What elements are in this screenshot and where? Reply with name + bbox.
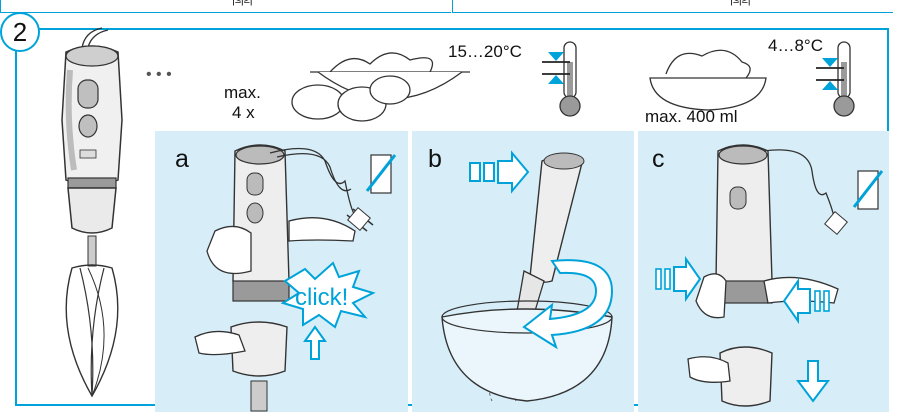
thermometer-icon: [810, 40, 870, 120]
eggs-count: 4 x: [232, 103, 255, 123]
click-callout: click!: [295, 284, 348, 312]
cream-max-label: max. 400 ml: [645, 107, 738, 127]
top-mark-left: |≤|≥|: [232, 0, 253, 6]
attach-motor-part-illustration: [155, 131, 408, 412]
top-border-right: [452, 0, 893, 13]
panel-c: c: [638, 131, 889, 412]
panel-a: a click!: [155, 131, 408, 412]
top-mark-right: |≤|≥|: [730, 0, 751, 6]
panel-b: b: [412, 131, 634, 412]
detach-motor-part-illustration: [638, 131, 889, 412]
eggs-max-label: max.: [224, 83, 261, 103]
eggs-temperature: 15…20°C: [448, 42, 522, 62]
ellipsis: • • •: [146, 66, 172, 84]
whisking-in-bowl-illustration: [412, 131, 634, 412]
hand-blender-whisk-illustration: [22, 0, 152, 412]
thermometer-icon: [536, 40, 596, 120]
